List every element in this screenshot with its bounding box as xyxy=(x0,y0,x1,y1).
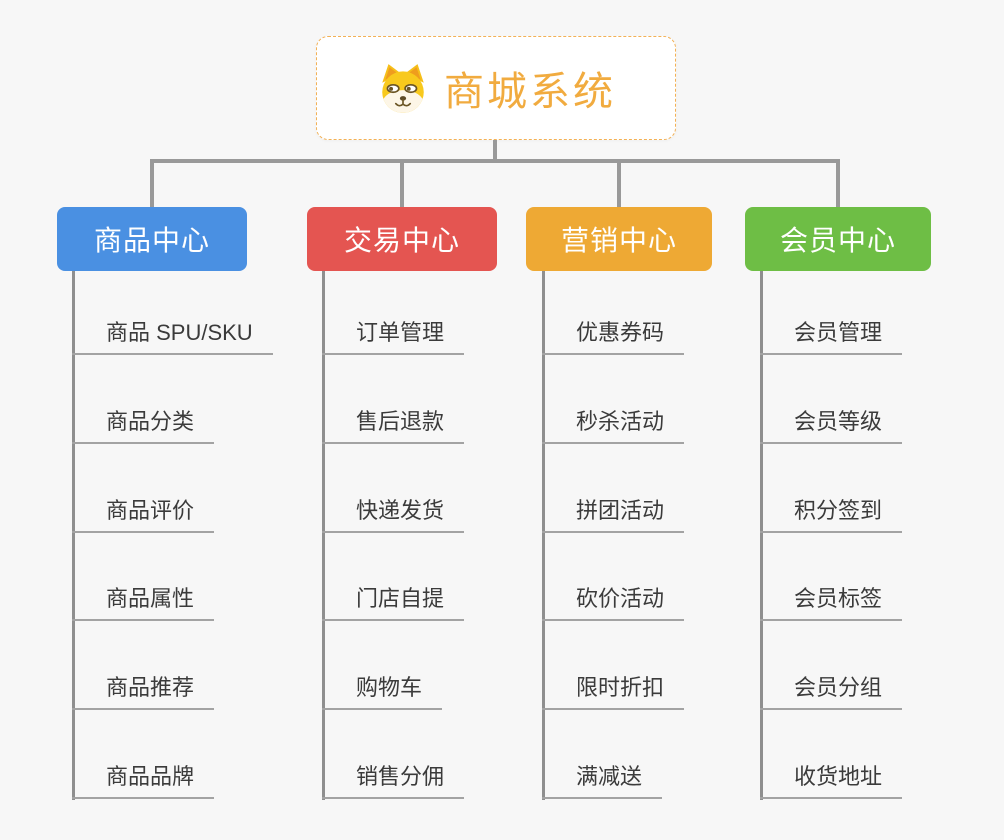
leaf-limited-time-discount[interactable]: 限时折扣 xyxy=(542,668,685,710)
leaf-product-spu-sku[interactable]: 商品 SPU/SKU xyxy=(72,313,273,355)
branch-node-product-center[interactable]: 商品中心 xyxy=(57,207,247,271)
connector-drop-member xyxy=(836,159,840,207)
leaf-shipping-address[interactable]: 收货地址 xyxy=(760,757,903,799)
leaf-flash-sale[interactable]: 秒杀活动 xyxy=(542,402,685,444)
leaf-shopping-cart[interactable]: 购物车 xyxy=(322,668,443,710)
connector-drop-trade xyxy=(400,159,404,207)
leaf-express-delivery[interactable]: 快递发货 xyxy=(322,491,465,533)
root-title: 商城系统 xyxy=(444,70,616,114)
branch-node-trade-center[interactable]: 交易中心 xyxy=(307,207,497,271)
leaf-bargain-activity[interactable]: 砍价活动 xyxy=(542,579,685,621)
branch-children-marketing: 优惠券码 秒杀活动 拼团活动 砍价活动 限时折扣 满减送 xyxy=(542,271,802,811)
leaf-group-buy[interactable]: 拼团活动 xyxy=(542,491,685,533)
connector-drop-product xyxy=(150,159,154,207)
leaf-store-pickup[interactable]: 门店自提 xyxy=(322,579,465,621)
branch-node-member-center[interactable]: 会员中心 xyxy=(745,207,931,271)
leaf-product-attribute[interactable]: 商品属性 xyxy=(72,579,215,621)
connector-trunk xyxy=(150,159,840,163)
leaf-after-sale-refund[interactable]: 售后退款 xyxy=(322,402,465,444)
leaf-member-level[interactable]: 会员等级 xyxy=(760,402,903,444)
branch-children-member: 会员管理 会员等级 积分签到 会员标签 会员分组 收货地址 xyxy=(760,271,1004,811)
branch-children-product: 商品 SPU/SKU 商品分类 商品评价 商品属性 商品推荐 商品品牌 xyxy=(72,271,332,811)
connector-root-stub xyxy=(493,140,497,161)
dog-face-icon xyxy=(382,64,424,113)
connector-drop-marketing xyxy=(617,159,621,207)
leaf-sales-commission[interactable]: 销售分佣 xyxy=(322,757,465,799)
leaf-product-category[interactable]: 商品分类 xyxy=(72,402,215,444)
leaf-member-tag[interactable]: 会员标签 xyxy=(760,579,903,621)
root-node[interactable]: 商城系统 xyxy=(316,36,676,140)
leaf-product-brand[interactable]: 商品品牌 xyxy=(72,757,215,799)
branch-node-marketing-center[interactable]: 营销中心 xyxy=(526,207,712,271)
leaf-coupon-code[interactable]: 优惠券码 xyxy=(542,313,685,355)
leaf-member-group[interactable]: 会员分组 xyxy=(760,668,903,710)
branch-children-trade: 订单管理 售后退款 快递发货 门店自提 购物车 销售分佣 xyxy=(322,271,582,811)
leaf-order-management[interactable]: 订单管理 xyxy=(322,313,465,355)
leaf-product-review[interactable]: 商品评价 xyxy=(72,491,215,533)
leaf-member-management[interactable]: 会员管理 xyxy=(760,313,903,355)
leaf-points-checkin[interactable]: 积分签到 xyxy=(760,491,903,533)
leaf-product-recommend[interactable]: 商品推荐 xyxy=(72,668,215,710)
leaf-full-reduction[interactable]: 满减送 xyxy=(542,757,663,799)
